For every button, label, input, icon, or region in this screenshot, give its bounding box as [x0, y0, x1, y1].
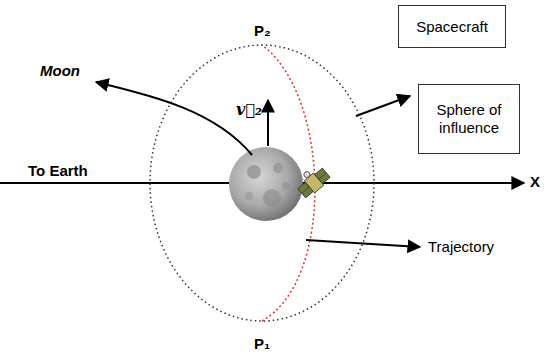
moon	[229, 147, 303, 221]
moon-label: Moon	[40, 62, 80, 80]
axis-name: X	[530, 173, 540, 191]
point-label: P₂	[254, 22, 271, 40]
velocity-arrow	[267, 100, 269, 146]
text-box: Spacecraft	[398, 5, 506, 48]
moon-leader	[96, 82, 252, 155]
box-text: Spacecraft	[416, 18, 488, 36]
trajectory-leader	[306, 240, 420, 247]
spacecraft-icon	[293, 162, 332, 199]
box-text: Sphere of influence	[427, 101, 511, 137]
point-label: P₁	[254, 335, 270, 353]
callout-label: Trajectory	[428, 238, 494, 256]
sphere-of-influence	[150, 45, 374, 321]
velocity-label: v⃗₂	[236, 100, 262, 119]
sphere-leader	[356, 96, 410, 116]
text-box: Sphere of influence	[418, 84, 520, 154]
axis-label: To Earth	[28, 162, 88, 180]
